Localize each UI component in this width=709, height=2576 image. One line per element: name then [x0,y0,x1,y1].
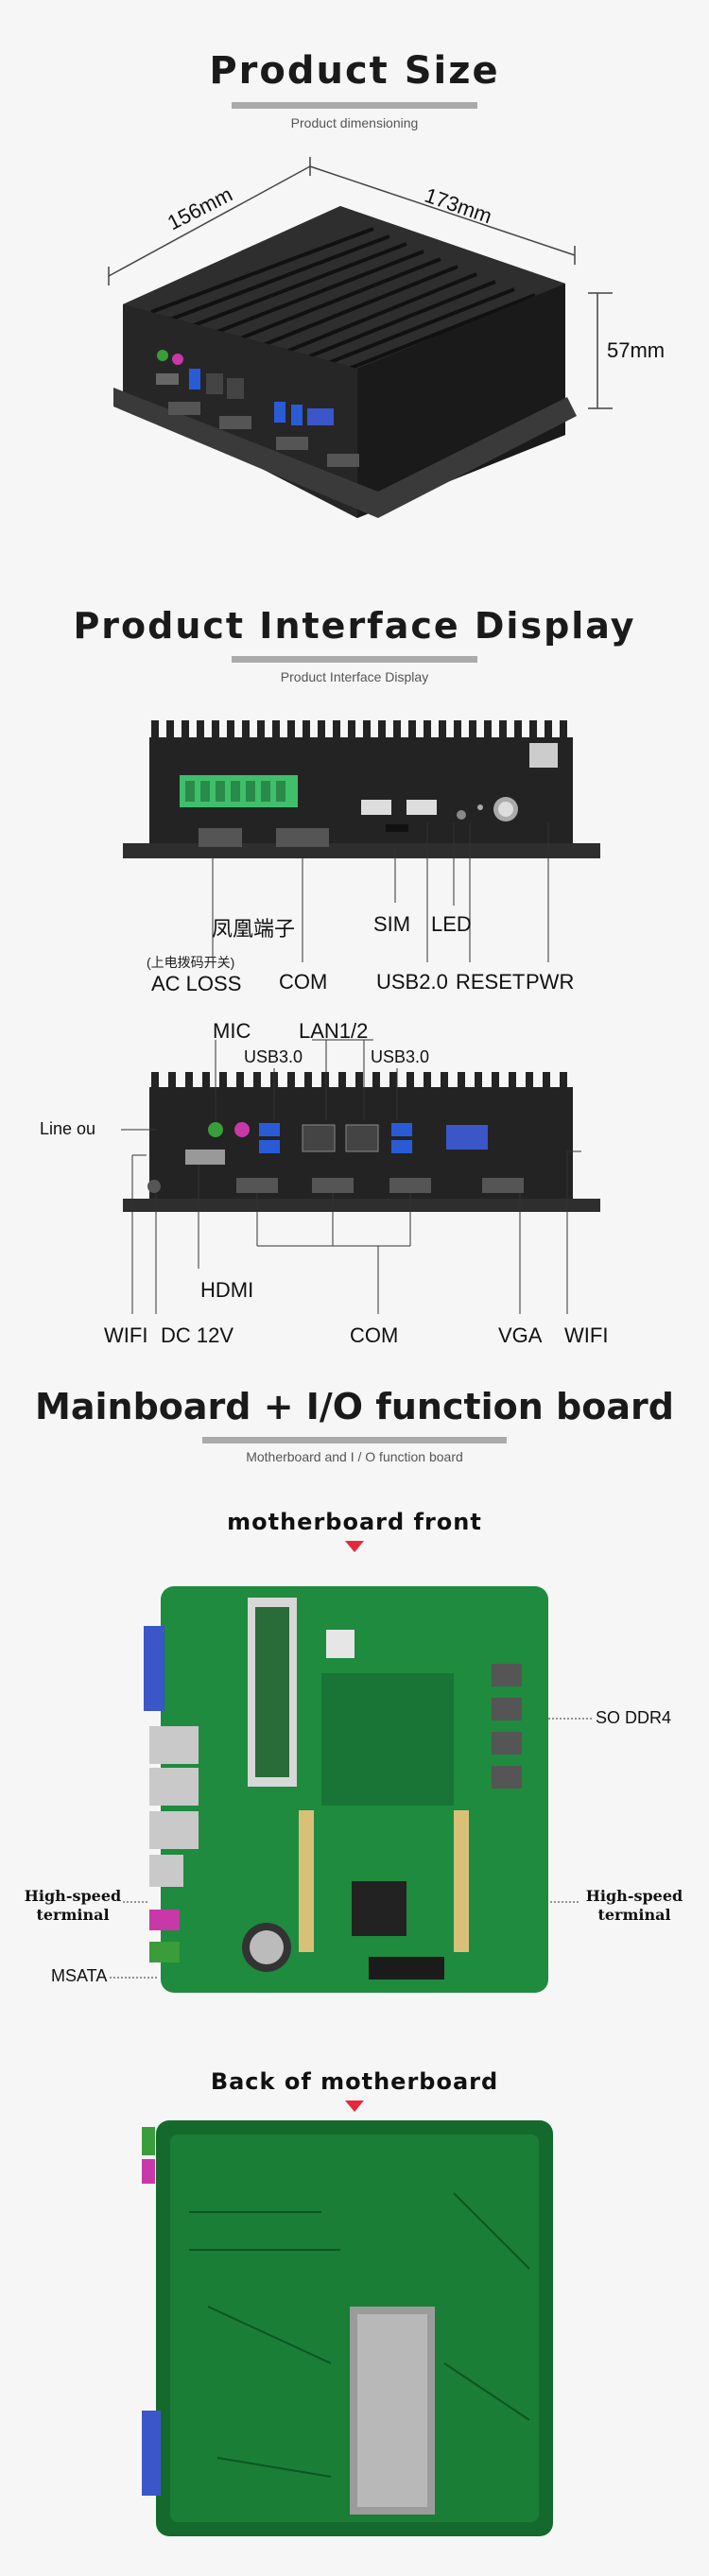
motherboard-back-heading: Back of motherboard [210,2068,499,2095]
dim-height-label: 57mm [607,338,666,362]
label-high-speed-terminal-left: High-speed terminal [24,1887,122,1924]
label-line-out: Line ou [40,1119,96,1138]
interface-display-subtitle: Product Interface Display [280,669,429,684]
label-sim: SIM [373,912,411,936]
label-led: LED [431,912,472,936]
rear-callout-lines [212,822,549,962]
label-usb2: USB2.0 [376,970,448,994]
label-so-ddr4: SO DDR4 [596,1708,672,1727]
interface-display-title: Product Interface Display [73,605,636,647]
label-lan: LAN1/2 [299,1019,369,1043]
label-usb3-right: USB3.0 [371,1047,430,1066]
motherboard-back [142,2120,553,2536]
label-pwr: PWR [526,970,575,994]
label-ac-loss: AC LOSS [151,972,242,995]
label-high-speed-terminal-right: High-speed terminal [585,1887,683,1924]
label-usb3-left: USB3.0 [244,1047,303,1066]
minipc-case [113,206,577,518]
label-msata: MSATA [51,1966,108,1985]
label-front-com: COM [350,1323,399,1347]
label-phoenix-terminal: 凤凰端子 [212,917,296,941]
front-callout-lines [121,1039,581,1314]
mainboard-subtitle: Motherboard and I / O function board [246,1449,463,1464]
label-rear-com: COM [279,970,328,994]
label-reset: RESET [456,970,526,994]
title-underline-2 [232,656,477,663]
label-hdmi: HDMI [200,1278,254,1302]
product-size-subtitle: Product dimensioning [290,115,419,130]
mainboard-title: Mainboard + I/O function board [35,1386,674,1427]
front-panel [123,1072,600,1212]
label-dc-12v: DC 12V [161,1323,234,1347]
front-board-callouts [110,1718,594,1979]
motherboard-front-heading: motherboard front [227,1509,482,1535]
label-wifi-right: WIFI [564,1323,609,1347]
label-vga: VGA [498,1323,543,1347]
red-down-arrow-icon-2 [345,2101,364,2112]
title-underline-3 [202,1437,507,1444]
dimension-lines [108,157,613,409]
title-underline [232,102,477,109]
label-mic: MIC [213,1019,251,1043]
red-down-arrow-icon [345,1541,364,1552]
label-switch-note: (上电拨码开关) [147,955,235,970]
label-wifi-left: WIFI [104,1323,148,1347]
product-size-title: Product Size [209,49,500,93]
motherboard-front [144,1586,548,1993]
rear-panel [123,720,600,858]
